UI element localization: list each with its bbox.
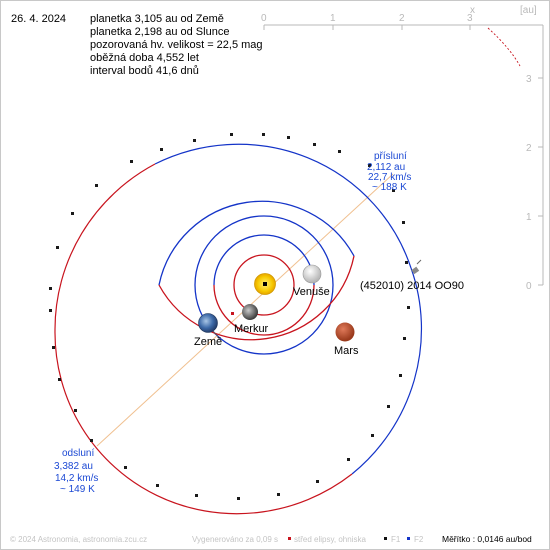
mars-icon	[335, 322, 355, 342]
info-distance-sun: planetka 2,198 au od Slunce	[90, 26, 230, 38]
y-axis-ticks	[538, 77, 543, 286]
x-tick-3: 3	[467, 13, 473, 24]
legend-f2-label: F2	[414, 535, 424, 544]
info-distance-earth: planetka 3,105 au od Země	[90, 13, 224, 25]
legend-center-marker	[288, 537, 291, 540]
ellipse-center-marker	[263, 282, 267, 286]
x-tick-0: 0	[261, 13, 267, 24]
legend-f2-marker	[407, 537, 410, 540]
x-tick-1: 1	[330, 13, 336, 24]
date-label: 26. 4. 2024	[11, 13, 67, 25]
mercury-orbit	[233, 254, 295, 316]
perihelion-title: přísluní	[374, 151, 407, 162]
unit-label: [au]	[520, 5, 537, 16]
asteroid-orbit	[54, 143, 423, 515]
y-tick-1: 1	[526, 212, 532, 223]
x-axis-ticks	[263, 25, 471, 30]
mercury-icon	[242, 304, 258, 320]
earth-pointer	[212, 330, 220, 339]
perihelion-annotation: přísluní 2,112 au 22,7 km/s ~ 188 K	[367, 151, 411, 193]
info-period: oběžná doba 4,552 let	[90, 52, 199, 64]
info-magnitude: pozorovaná hv. velikost = 22,5 mag	[90, 39, 263, 51]
earth-icon	[198, 313, 218, 333]
generation-time: Vygenerováno za 0,09 s	[192, 535, 278, 544]
earth-orbit	[194, 215, 334, 355]
aphelion-annotation: odsluní 3,382 au 14,2 km/s ~ 149 K	[54, 448, 98, 495]
y-tick-0: 0	[526, 281, 532, 292]
mars-orbit-upper	[158, 200, 355, 286]
perihelion-temperature: ~ 188 K	[372, 182, 407, 193]
aphelion-title: odsluní	[62, 448, 94, 459]
venus-label: Venuše	[293, 286, 330, 298]
perihelion-distance: 2,112 au	[367, 162, 405, 173]
mars-orbit-lower	[158, 255, 355, 341]
legend-f1-marker	[384, 537, 387, 540]
orbit-focus-marker	[231, 312, 234, 315]
y-tick-3: 3	[526, 74, 532, 85]
x-axis-label: x	[470, 5, 475, 16]
asteroid-icon	[411, 259, 422, 275]
scale-label: Měřítko : 0,0146 au/bod	[442, 534, 532, 544]
venus-orbit-lower	[213, 284, 315, 336]
asteroid-orbit-points	[49, 133, 410, 500]
aphelion-temperature: ~ 149 K	[60, 484, 95, 495]
asteroid-label: (452010) 2014 OO90	[360, 280, 464, 292]
legend-center-label: střed elipsy, ohniska	[294, 535, 366, 544]
earth-label: Země	[194, 336, 222, 348]
mars-label: Mars	[334, 345, 359, 357]
x-tick-2: 2	[399, 13, 405, 24]
info-interval: interval bodů 41,6 dnů	[90, 65, 199, 77]
perihelion-speed: 22,7 km/s	[368, 172, 411, 183]
aphelion-speed: 14,2 km/s	[55, 473, 98, 484]
venus-orbit-upper	[213, 234, 315, 286]
legend-f1-label: F1	[391, 535, 401, 544]
aphelion-distance: 3,382 au	[54, 461, 93, 472]
y-tick-2: 2	[526, 143, 532, 154]
venus-icon	[302, 264, 322, 284]
mercury-label: Merkur	[234, 323, 269, 335]
outer-orbit-fragment	[487, 27, 521, 67]
copyright-text: © 2024 Astronomia, astronomia.zcu.cz	[10, 535, 147, 544]
